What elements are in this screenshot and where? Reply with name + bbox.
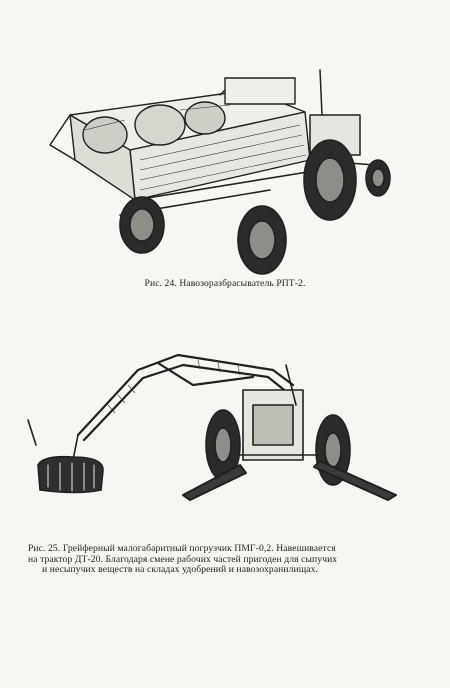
grapple-loader-illustration: [18, 345, 408, 525]
figure-2-caption: Рис. 25. Грейферный малогабаритный погру…: [28, 543, 428, 576]
figure-2-caption-line: Рис. 25. Грейферный малогабаритный погру…: [28, 543, 336, 554]
manure-spreader-illustration: [30, 60, 391, 275]
figure-2-caption-line: и несыпучих веществ на складах удобрений…: [42, 564, 319, 576]
figure-1-caption: Рис. 24. Навозоразбрасыватель РПТ-2.: [144, 278, 306, 289]
figure-2-caption-line: на трактор ДТ-20. Благодаря смене рабочи…: [28, 553, 338, 565]
